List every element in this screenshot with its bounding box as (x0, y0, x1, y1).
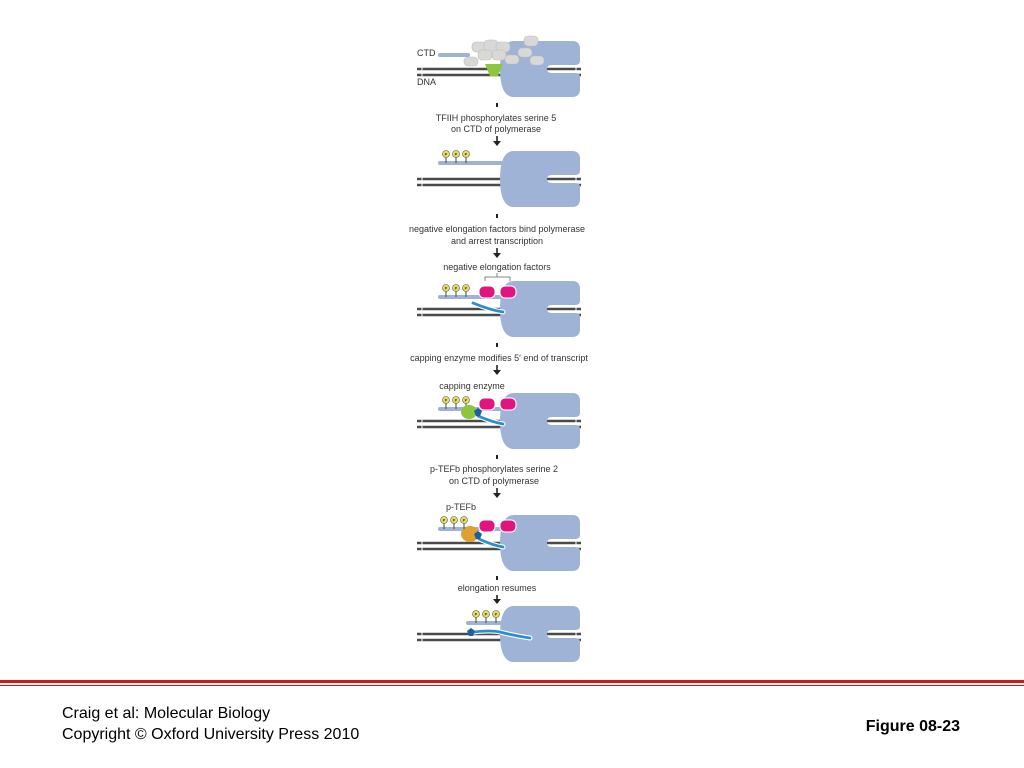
svg-text:P: P (495, 612, 498, 617)
step-3-connector: capping enzyme modifies 5′ end of transc… (410, 343, 588, 391)
arrow-down-icon (493, 141, 501, 146)
arrow-down-icon (493, 599, 501, 604)
svg-text:P: P (465, 152, 468, 157)
negative-elongation-factor (478, 397, 496, 411)
step-2-connector: negative elongation factors bind polymer… (409, 214, 585, 281)
svg-text:P: P (445, 152, 448, 157)
stage-2-ser5-phosphorylated (415, 150, 583, 207)
nef-label: negative elongation factors (443, 262, 551, 272)
svg-text:P: P (465, 398, 468, 403)
tfiih-helicase (485, 64, 503, 76)
negative-elongation-factor (499, 519, 517, 533)
svg-text:P: P (445, 398, 448, 403)
step-4-label-line2: on CTD of polymerase (449, 476, 539, 486)
rna-transcript (471, 301, 505, 314)
step-3-label: capping enzyme modifies 5′ end of transc… (410, 353, 588, 363)
rna-transcript (476, 414, 505, 426)
capping-enzyme (461, 405, 477, 419)
figure-number: Figure 08-23 (865, 718, 960, 735)
credit-line-1: Craig et al: Molecular Biology (62, 705, 271, 722)
negative-elongation-factor (478, 519, 496, 533)
ptefb-label: p-TEFb (446, 502, 476, 512)
svg-text:P: P (475, 612, 478, 617)
svg-text:P: P (485, 612, 488, 617)
stage-5-ptefb (415, 515, 583, 571)
svg-text:P: P (455, 398, 458, 403)
stage-4-capping (415, 393, 583, 449)
credit-line-2: Copyright © Oxford University Press 2010 (62, 726, 360, 743)
step-5-connector: elongation resumes (458, 576, 537, 604)
arrow-down-icon (493, 253, 501, 258)
negative-elongation-factor (499, 397, 517, 411)
stage-6-elongation (415, 606, 583, 662)
svg-text:P: P (443, 518, 446, 523)
nef-bracket (484, 273, 511, 281)
svg-text:P: P (445, 286, 448, 291)
step-1-label-line1: TFIIH phosphorylates serine 5 (436, 113, 557, 123)
rna-transcript (472, 629, 532, 640)
ptefb-kinase (461, 526, 479, 542)
negative-elongation-factor (478, 285, 496, 299)
step-1-label-line2: on CTD of polymerase (451, 124, 541, 134)
arrow-down-icon (493, 493, 501, 498)
credit-block: Craig et al: Molecular Biology Copyright… (62, 703, 359, 745)
svg-text:P: P (463, 518, 466, 523)
step-2-label-line1: negative elongation factors bind polymer… (409, 224, 585, 234)
ctd-label: CTD (417, 48, 436, 58)
capping-label: capping enzyme (439, 381, 505, 391)
step-2-label-line2: and arrest transcription (451, 236, 543, 246)
mrna-cap-icon (467, 628, 475, 636)
step-1-connector: TFIIH phosphorylates serine 5 on CTD of … (436, 103, 557, 146)
rna-transcript (477, 537, 505, 549)
footer-rule-thin (0, 685, 1024, 686)
svg-text:P: P (455, 286, 458, 291)
phosphate-letters: P P P P P P P P P P P P P P P (443, 152, 498, 617)
dna-label: DNA (417, 77, 436, 87)
negative-elongation-factor (499, 285, 517, 299)
svg-text:P: P (455, 152, 458, 157)
stage-3-arrested (415, 281, 583, 337)
step-4-connector: p-TEFb phosphorylates serine 2 on CTD of… (430, 455, 558, 512)
mrna-cap-icon (474, 531, 482, 539)
tfiih-complex (463, 35, 545, 67)
svg-text:P: P (453, 518, 456, 523)
svg-text:P: P (465, 286, 468, 291)
step-5-label: elongation resumes (458, 583, 537, 593)
mrna-cap-icon (474, 408, 482, 416)
arrow-down-icon (493, 370, 501, 375)
step-4-label-line1: p-TEFb phosphorylates serine 2 (430, 464, 558, 474)
transcription-diagram: CTD DNA TFIIH phosphorylates serine 5 on… (409, 35, 588, 662)
stage-1-initiation: CTD DNA (415, 35, 583, 97)
footer-rule (0, 680, 1024, 683)
